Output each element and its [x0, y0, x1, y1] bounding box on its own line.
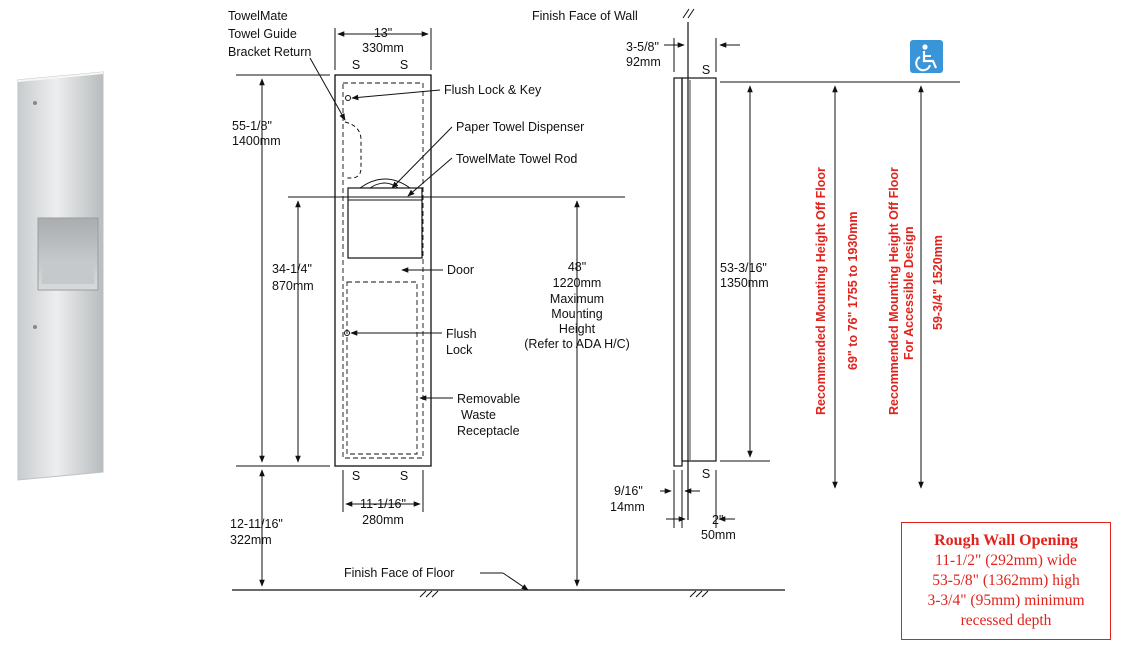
svg-text:S: S	[400, 469, 408, 483]
svg-text:(Refer to ADA H/C): (Refer to ADA H/C)	[524, 337, 630, 351]
svg-text:3-5/8": 3-5/8"	[626, 40, 659, 54]
svg-text:330mm: 330mm	[362, 41, 404, 55]
svg-text:1350mm: 1350mm	[720, 276, 769, 290]
svg-text:11-1/16": 11-1/16"	[360, 497, 406, 511]
rough-wall-opening-depth-note: recessed depth	[960, 612, 1052, 629]
svg-text:S: S	[352, 469, 360, 483]
svg-text:Door: Door	[447, 263, 474, 277]
svg-text:Bracket Return: Bracket Return	[228, 45, 311, 59]
svg-text:Towel Guide: Towel Guide	[228, 27, 297, 41]
screw-marks: S S S S S S	[352, 58, 710, 483]
svg-text:53-3/16": 53-3/16"	[720, 261, 767, 275]
dimension-lines	[232, 28, 785, 598]
svg-text:Maximum: Maximum	[550, 292, 604, 306]
svg-text:50mm: 50mm	[701, 528, 736, 542]
wheelchair-accessibility-icon	[910, 40, 943, 73]
product-photo	[17, 71, 104, 481]
diagram-labels: TowelMate Towel Guide Bracket Return 13"…	[228, 9, 945, 580]
svg-text:55-1/8": 55-1/8"	[232, 119, 272, 133]
svg-text:1400mm: 1400mm	[232, 134, 281, 148]
svg-text:59-3/4" 1520mm: 59-3/4" 1520mm	[931, 235, 945, 330]
svg-text:Finish Face of Wall: Finish Face of Wall	[532, 9, 638, 23]
svg-text:9/16": 9/16"	[614, 484, 643, 498]
svg-text:S: S	[352, 58, 360, 72]
rough-wall-opening-title: Rough Wall Opening	[934, 532, 1078, 549]
svg-text:Lock: Lock	[446, 343, 473, 357]
svg-text:12-11/16": 12-11/16"	[230, 517, 283, 531]
rough-wall-opening-height: 53-5/8" (1362mm) high	[932, 572, 1080, 589]
svg-text:S: S	[702, 467, 710, 481]
svg-text:TowelMate: TowelMate	[228, 9, 288, 23]
svg-text:1220mm: 1220mm	[553, 276, 602, 290]
svg-text:Recommended Mounting Height Of: Recommended Mounting Height Off Floor	[887, 167, 901, 415]
svg-text:Flush Lock & Key: Flush Lock & Key	[444, 83, 542, 97]
svg-text:14mm: 14mm	[610, 500, 645, 514]
svg-text:Flush: Flush	[446, 327, 477, 341]
svg-text:280mm: 280mm	[362, 513, 404, 527]
svg-text:870mm: 870mm	[272, 279, 314, 293]
svg-text:69" to 76" 1755 to 1930mm: 69" to 76" 1755 to 1930mm	[846, 212, 860, 370]
svg-text:Height: Height	[559, 322, 596, 336]
svg-text:For Accessible Design: For Accessible Design	[902, 226, 916, 360]
rough-wall-opening-depth: 3-3/4" (95mm) minimum	[927, 592, 1085, 609]
svg-text:34-1/4": 34-1/4"	[272, 262, 312, 276]
side-view	[660, 8, 960, 528]
svg-text:92mm: 92mm	[626, 55, 661, 69]
svg-text:322mm: 322mm	[230, 533, 272, 547]
svg-text:Removable: Removable	[457, 392, 520, 406]
rough-wall-opening-width: 11-1/2" (292mm) wide	[935, 552, 1077, 569]
svg-text:TowelMate Towel Rod: TowelMate Towel Rod	[456, 152, 577, 166]
svg-text:Waste: Waste	[461, 408, 496, 422]
rough-wall-opening-box: Rough Wall Opening 11-1/2" (292mm) wide …	[901, 522, 1111, 640]
svg-text:Recommended Mounting Height Of: Recommended Mounting Height Off Floor	[814, 167, 828, 415]
svg-text:Mounting: Mounting	[551, 307, 602, 321]
svg-text:S: S	[400, 58, 408, 72]
svg-text:S: S	[702, 63, 710, 77]
svg-text:Paper Towel Dispenser: Paper Towel Dispenser	[456, 120, 584, 134]
svg-text:Receptacle: Receptacle	[457, 424, 520, 438]
svg-text:2": 2"	[712, 513, 723, 527]
svg-text:48": 48"	[568, 260, 586, 274]
svg-text:13": 13"	[374, 26, 392, 40]
svg-text:Finish Face of Floor: Finish Face of Floor	[344, 566, 454, 580]
